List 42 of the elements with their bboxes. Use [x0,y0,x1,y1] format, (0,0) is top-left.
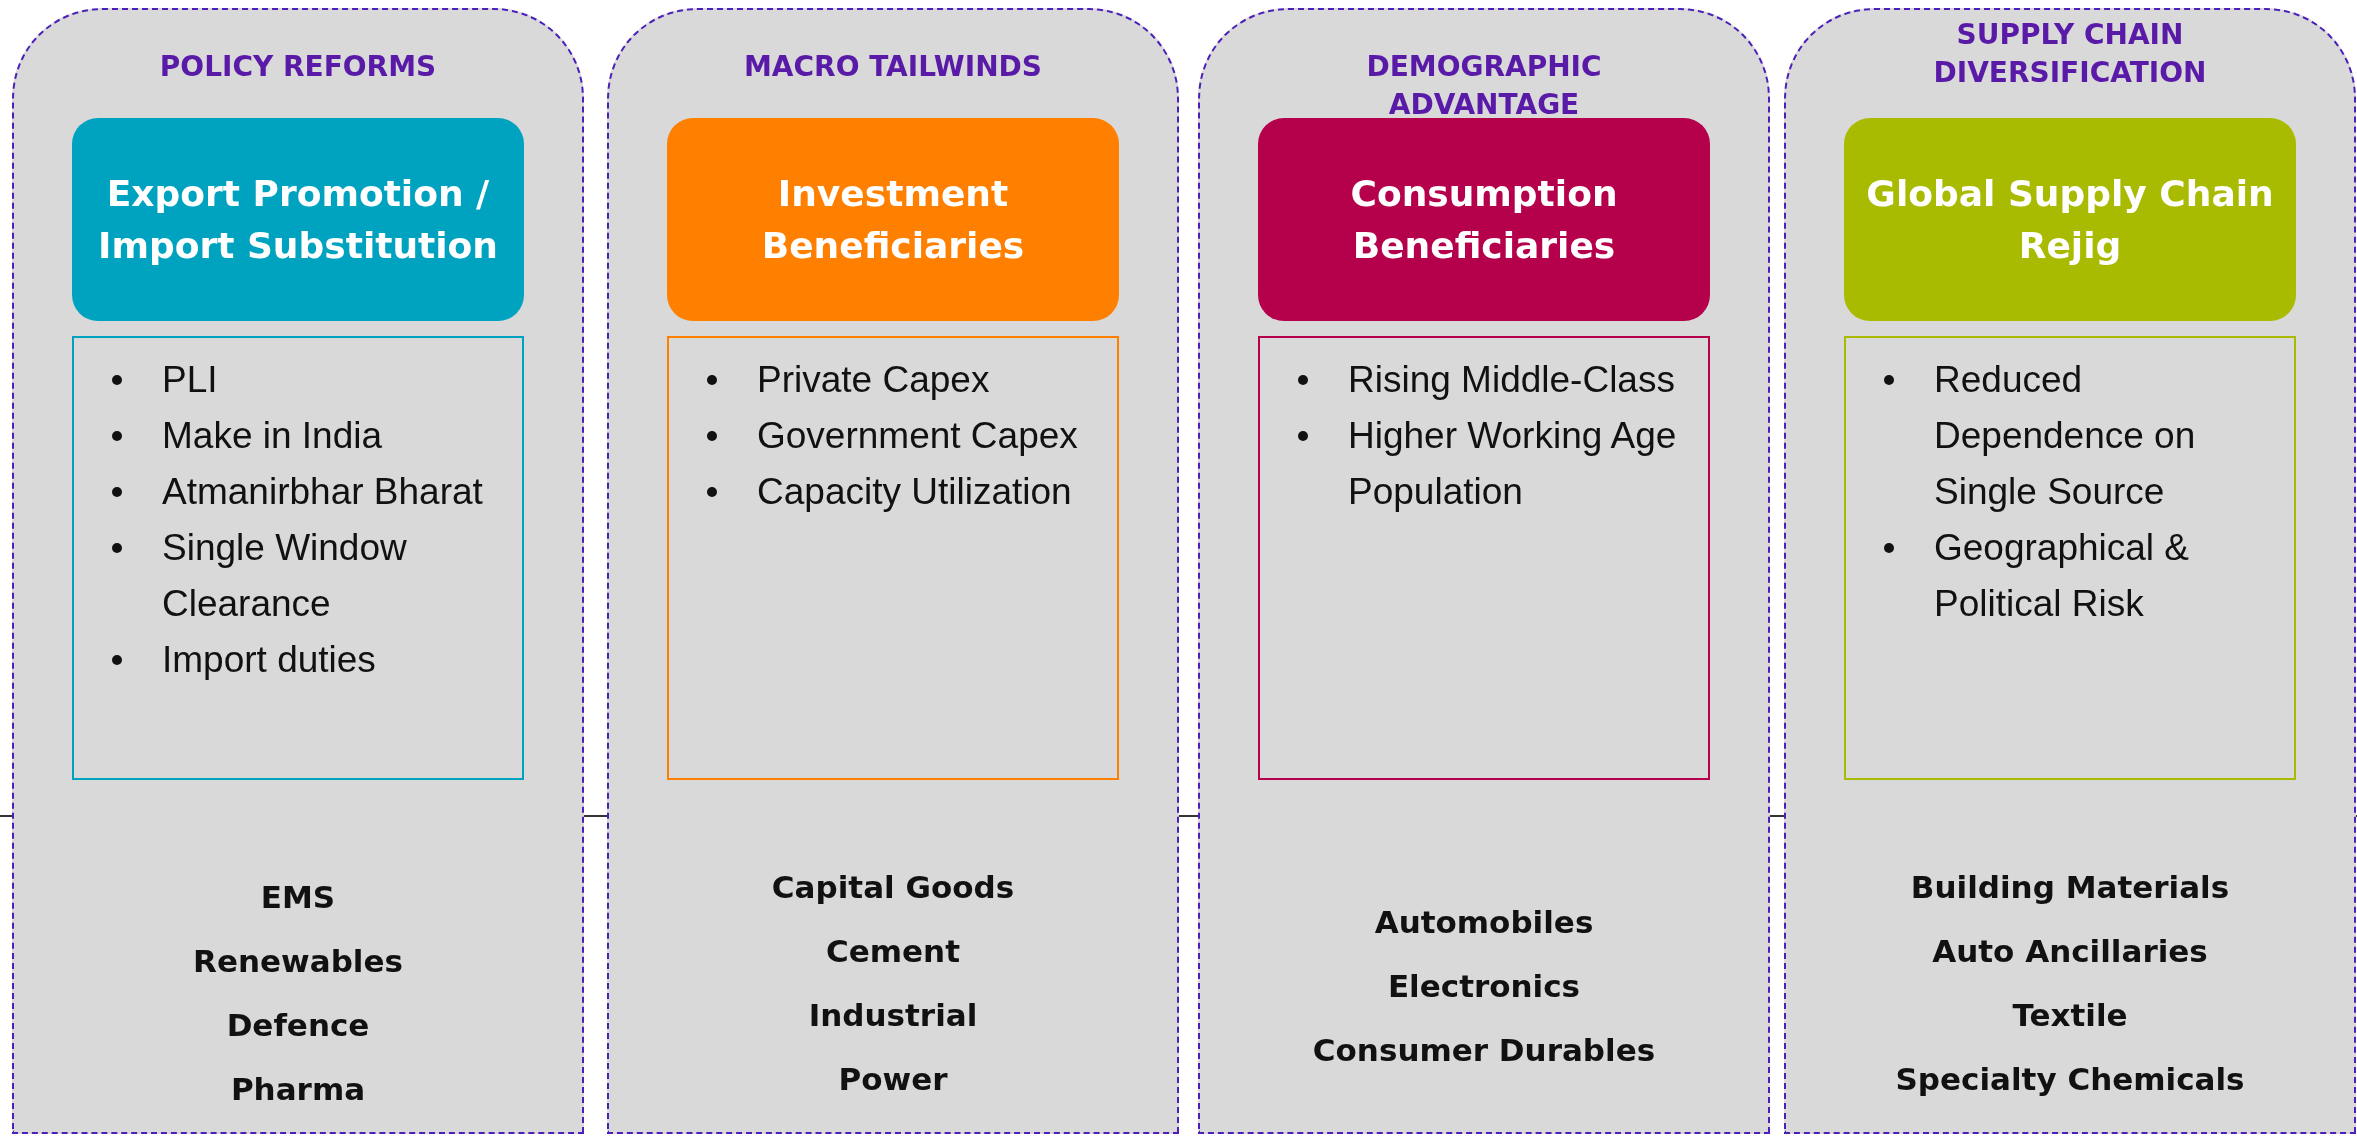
theme-box: Global Supply Chain Rejig [1844,118,2296,321]
sector-label: Pharma [230,1070,366,1109]
column-heading: MACRO TAILWINDS [743,49,1043,85]
category-column [607,8,1179,1134]
bullet-item: Single Window Clearance [162,526,408,626]
theme-box: Investment Beneficiaries [667,118,1119,321]
sector-label: Electronics [1387,967,1581,1006]
sector-label: Auto Ancillaries [1932,932,2208,971]
sector-label: Defence [226,1006,370,1045]
sector-label: Power [838,1060,948,1099]
theme-box: Consumption Beneficiaries [1258,118,1710,321]
category-column [1784,8,2356,1134]
bullet-list-box [72,336,524,780]
bullet-item: PLI [162,358,218,402]
bullet-list-box [1844,336,2296,780]
bullet-item: Reduced Dependence on Single Source [1934,358,2197,514]
bullet-item: Government Capex [757,414,1078,458]
sector-label: Automobiles [1374,903,1594,942]
bullet-item: Higher Working Age Population [1348,414,1678,514]
sector-label: Industrial [808,996,978,1035]
bullet-item: Rising Middle-Class [1348,358,1675,402]
sector-label: Consumer Durables [1312,1031,1656,1070]
sector-label: Renewables [193,942,403,981]
sector-label: EMS [260,878,336,917]
sector-label: Textile [2012,996,2128,1035]
bullet-item: Make in India [162,414,383,458]
bullet-item: Geographical & Political Risk [1934,526,2191,626]
column-heading: POLICY REFORMS [158,49,438,85]
bullet-list-box [1258,336,1710,780]
bullet-item: Atmanirbhar Bharat [162,470,483,514]
sector-label: Cement [826,932,960,971]
sector-label: Specialty Chemicals [1895,1060,2245,1099]
sector-label: Building Materials [1910,868,2230,907]
category-column [1198,8,1770,1134]
category-column [12,8,584,1134]
sector-label: Capital Goods [771,868,1015,907]
bullet-item: Capacity Utilization [757,470,1072,514]
bullet-item: Private Capex [757,358,990,402]
bullet-item: Import duties [162,638,376,682]
column-heading: SUPPLY CHAIN DIVERSIFICATION [1932,17,2208,91]
theme-box: Export Promotion / Import Substitution [72,118,524,321]
bullet-list-box [667,336,1119,780]
